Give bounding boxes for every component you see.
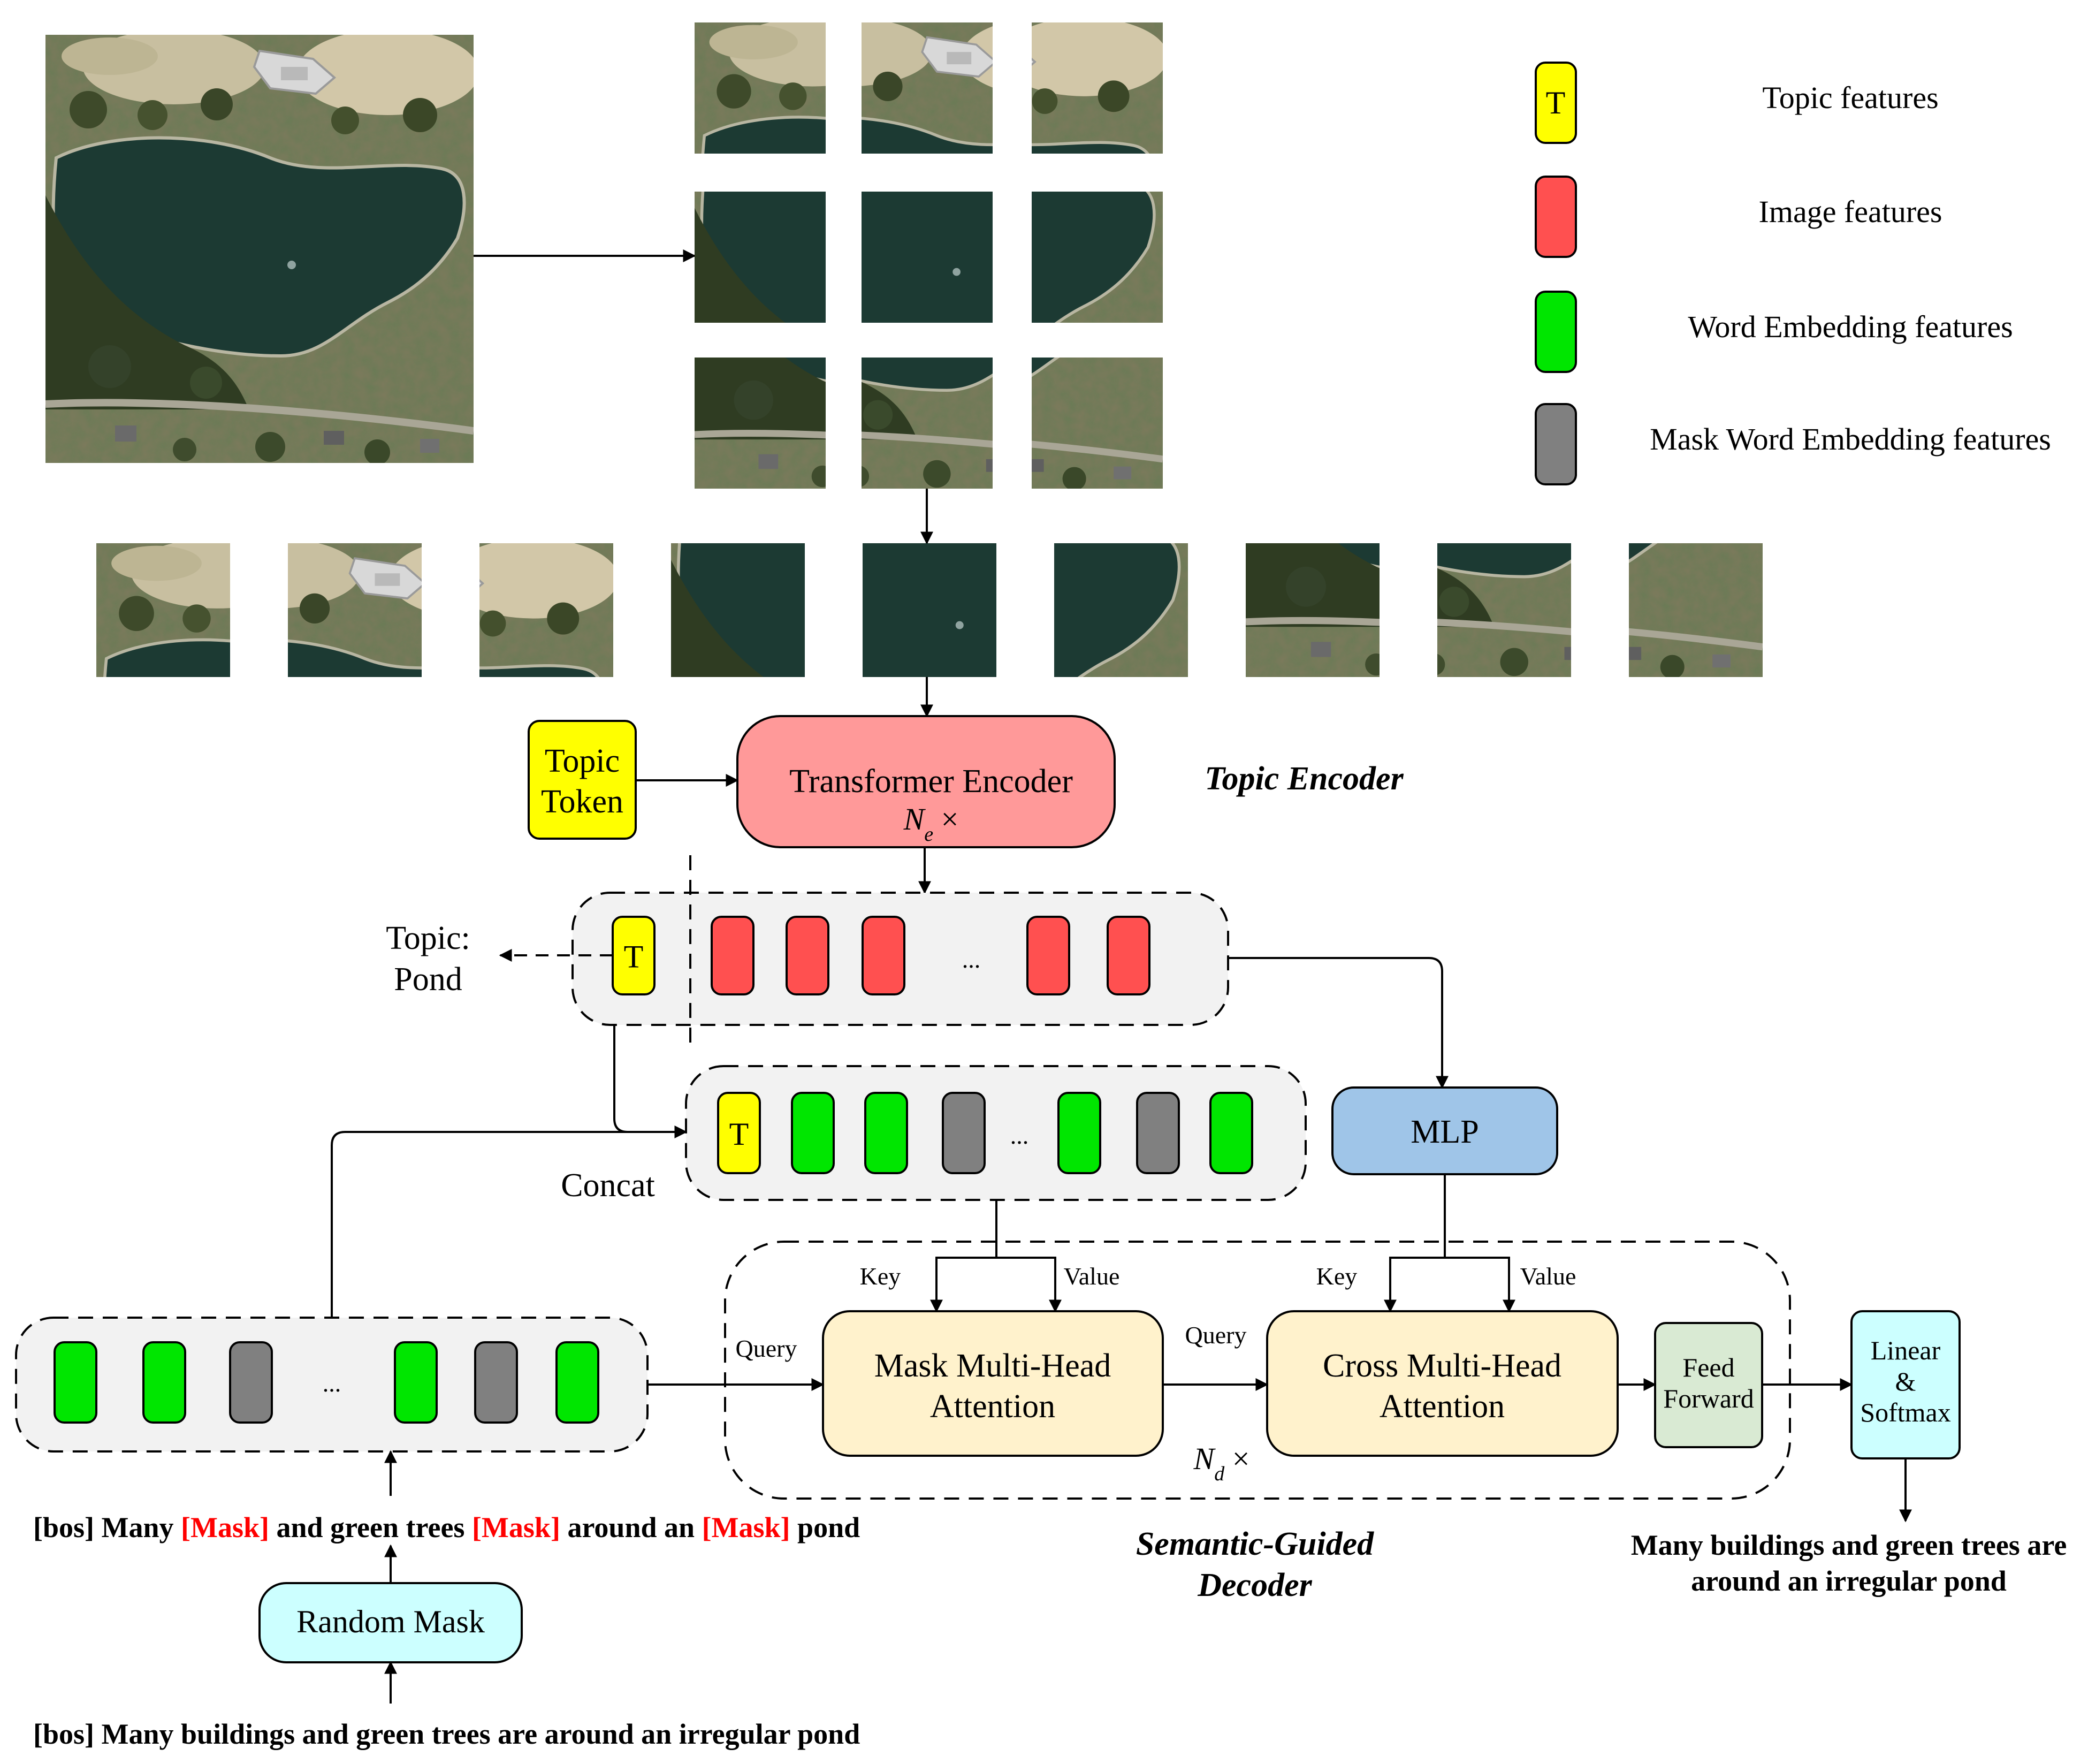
feed-forward-label: Forward (1663, 1383, 1754, 1413)
word-embedding-token (791, 1092, 835, 1174)
mask-word-token (229, 1341, 273, 1424)
topic-to-concat-arrow (613, 1025, 688, 1138)
key-label: Key (1316, 1263, 1358, 1290)
mlp-label: MLP (1411, 1114, 1479, 1150)
image-feature-token (711, 916, 755, 995)
topic-feature-token: T (612, 916, 656, 995)
query-label: Query (736, 1335, 797, 1362)
image-feature-token (786, 916, 829, 995)
value-label: Value (1064, 1263, 1120, 1290)
cross-attention-label: Attention (1380, 1388, 1505, 1425)
word-embedding-token (142, 1341, 186, 1424)
linear-softmax-label: & (1895, 1366, 1916, 1396)
legend-label: Image features (1759, 194, 1942, 229)
sequence-to-concat-line (331, 1131, 686, 1318)
key-label: Key (860, 1263, 901, 1290)
output-caption: Many buildings and green trees are (1631, 1529, 2067, 1561)
word-embedding-token-shape (394, 1341, 438, 1424)
legend-label: Mask Word Embedding features (1650, 422, 2051, 457)
topic-encoder-label: Topic Encoder (1205, 761, 1404, 797)
topic-output-label: Pond (394, 961, 462, 998)
token-letter: T (729, 1116, 749, 1152)
mask-word-token (942, 1092, 986, 1174)
image-feature-token (862, 916, 905, 995)
image-features-to-mlp-arrow (1228, 957, 1449, 1089)
legend-swatch (1535, 403, 1577, 485)
mask-word-token-shape (942, 1092, 986, 1174)
image-feature-token-shape (1107, 916, 1150, 995)
legend-swatch (1535, 291, 1577, 373)
image-feature-token (1026, 916, 1070, 995)
word-embedding-token (1057, 1092, 1101, 1174)
legend-swatch (1535, 62, 1577, 144)
word-embedding-token (864, 1092, 908, 1174)
mask-attention-label: Mask Multi-Head (874, 1348, 1111, 1384)
ellipsis: ... (962, 946, 981, 973)
word-embedding-token (1209, 1092, 1253, 1174)
legend-token-letter: T (1546, 85, 1566, 120)
image-feature-token-shape (1026, 916, 1070, 995)
topic-token-label: Topic (545, 743, 620, 779)
word-embedding-token-shape (791, 1092, 835, 1174)
word-embedding-token (54, 1341, 97, 1424)
concat-topic-token-shape (717, 1092, 761, 1174)
word-embedding-token-shape (142, 1341, 186, 1424)
topic-output-label: Topic: (386, 920, 470, 956)
decoder-label: Semantic-Guided (1136, 1526, 1374, 1562)
legend-item: Word Embedding features (1535, 291, 2013, 373)
mask-word-token-shape (474, 1341, 518, 1424)
topic-token-label: Token (541, 784, 623, 820)
word-embedding-token (555, 1341, 599, 1424)
feed-forward-label: Feed (1682, 1352, 1734, 1382)
image-feature-token-shape (862, 916, 905, 995)
transformer-encoder-box (736, 715, 1116, 848)
legend-item: Mask Word Embedding features (1535, 403, 2051, 485)
legend-label: Word Embedding features (1688, 309, 2013, 344)
mask-attention-label: Attention (930, 1388, 1055, 1425)
key-value-split (1389, 1257, 1510, 1310)
mask-word-token-shape (229, 1341, 273, 1424)
legend-label: Topic features (1762, 80, 1938, 115)
linear-softmax-label: Softmax (1860, 1397, 1950, 1427)
masked-caption: [bos] Many [Mask] and green trees [Mask]… (33, 1511, 860, 1544)
image-feature-token-shape (711, 916, 755, 995)
random-mask-label: Random Mask (296, 1604, 485, 1639)
value-label: Value (1520, 1263, 1576, 1290)
output-caption: around an irregular pond (1691, 1565, 2007, 1597)
legend-item: Image features (1535, 176, 1942, 258)
ellipsis: ... (323, 1370, 341, 1397)
token-letter: T (624, 939, 644, 975)
legend-swatch (1535, 176, 1577, 258)
decoder-repeat: Nd × (1193, 1441, 1250, 1485)
key-value-split (935, 1257, 1056, 1310)
word-embedding-token (394, 1341, 438, 1424)
query-label: Query (1185, 1321, 1247, 1349)
word-embedding-token-shape (555, 1341, 599, 1424)
topic-token-box (528, 720, 637, 840)
image-feature-token (1107, 916, 1150, 995)
concat-label: Concat (561, 1167, 655, 1204)
image-feature-token-shape (786, 916, 829, 995)
linear-softmax-label: Linear (1871, 1335, 1941, 1365)
word-embedding-token-shape (54, 1341, 97, 1424)
mask-word-token-shape (1136, 1092, 1180, 1174)
word-embedding-token-shape (1209, 1092, 1253, 1174)
source-image (45, 29, 479, 465)
ellipsis: ... (1010, 1122, 1029, 1149)
mask-word-token (474, 1341, 518, 1424)
decoder-block (724, 1241, 1791, 1500)
encoder-repeat: Ne × (903, 802, 959, 846)
input-caption: [bos] Many buildings and green trees are… (33, 1718, 860, 1750)
cross-attention-label: Cross Multi-Head (1323, 1348, 1561, 1384)
word-embedding-token-shape (864, 1092, 908, 1174)
concat-topic-token: T (717, 1092, 761, 1174)
word-embedding-token-shape (1057, 1092, 1101, 1174)
decoder-label: Decoder (1197, 1567, 1312, 1603)
encoder-title: Transformer Encoder (789, 763, 1073, 800)
mask-word-token (1136, 1092, 1180, 1174)
legend-item: T Topic features (1535, 62, 1939, 144)
